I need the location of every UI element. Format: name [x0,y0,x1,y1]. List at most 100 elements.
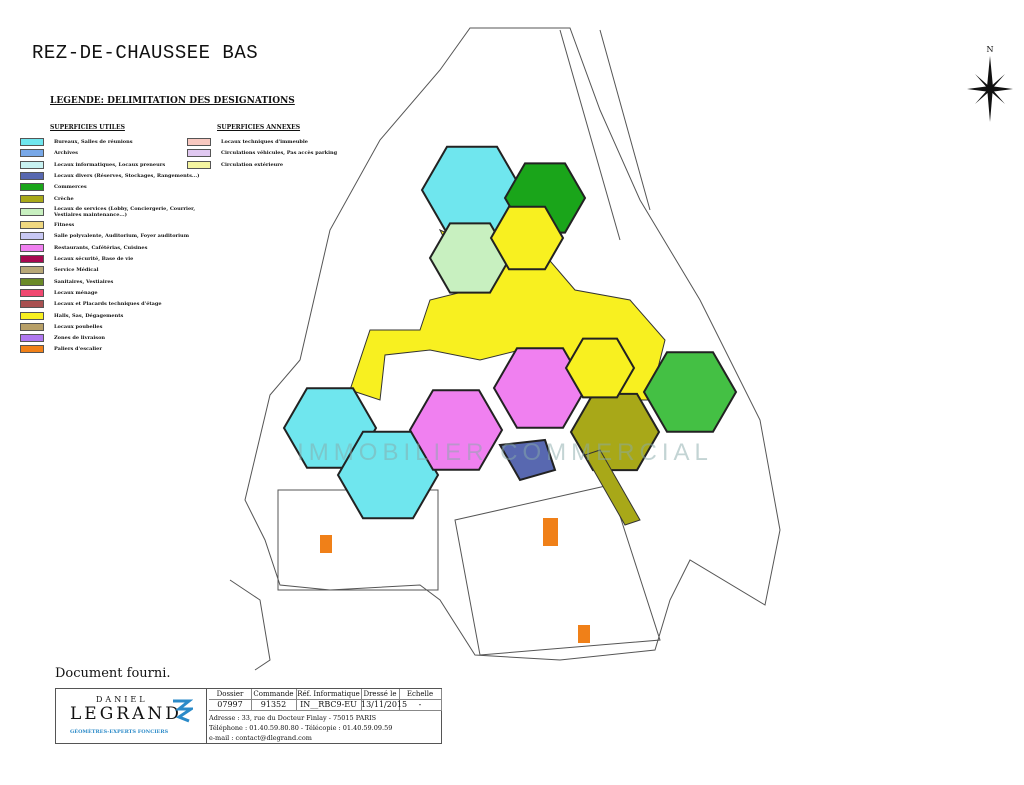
legend-item: Service Médical [20,266,99,275]
legend-item: Salle polyvalente, Auditorium, Foyer aud… [20,232,189,241]
legend-annexes-heading: SUPERFICIES ANNEXES [217,124,301,131]
legend-item: Locaux informatiques, Locaux preneurs [20,160,166,169]
title-block-header: Echelle [399,689,442,700]
stair-landing [578,625,590,643]
legend-label: Service Médical [54,267,99,274]
title-block-header: Dossier [209,689,252,700]
watermark: IMMOBILIER COMMERCIAL [297,439,713,466]
legend-swatch [20,277,44,286]
restaurant-zone [492,347,588,429]
legend-swatch [20,160,44,169]
logo-mark-icon [173,699,193,723]
plan-title: REZ-DE-CHAUSSEE BAS [32,42,259,64]
legend-label: Salle polyvalente, Auditorium, Foyer aud… [54,233,189,240]
legend-item: Locaux ménage [20,288,98,297]
legend-item: Archives [20,149,78,158]
legend-swatch [20,243,44,252]
logo-top: DANIEL [96,695,148,704]
legend-swatch [187,160,211,169]
phone: Téléphone : 01.40.59.80.80 - Télécopie :… [209,724,393,732]
north-label: N [986,45,994,54]
legend-label: Locaux divers (Réserves, Stockages, Rang… [54,172,200,179]
legend-swatch [20,266,44,275]
legend-swatch [20,345,44,354]
compass-icon [967,56,1013,122]
north-arrow: N [965,45,1015,128]
address: Adresse : 33, rue du Docteur Finlay - 75… [209,714,377,722]
title-block-header: Commande [251,689,297,700]
legend-label: Fitness [54,222,75,229]
legend-item: Zones de livraison [20,334,106,343]
legend-label: Bureaux, Salles de réunions [54,139,133,145]
document-note: Document fourni. [55,666,171,681]
legend-item: Halls, Sas, Dégagements [20,311,123,320]
legend-swatch [20,255,44,263]
legend-item: Locaux sécurité, Base de vie [20,255,133,263]
legend-item: Paliers d'escalier [20,345,102,354]
title-block-value: IN__RBC9-EU [296,700,362,711]
legend-label: Zones de livraison [54,335,106,342]
title-block-header: Réf. Informatique [296,689,362,700]
title-block-value: - [399,700,442,711]
title-block-value: 07997 [209,700,252,711]
legend-swatch [20,183,44,192]
legend-label: Locaux sécurité, Base de vie [54,256,134,262]
legend-label: Circulations véhicules, Pas accès parkin… [221,150,338,157]
hall-zone [489,205,565,271]
email: e-mail : contact@dlegrand.com [209,734,312,742]
company-logo: DANIEL LEGRAND GÉOMÈTRES-EXPERTS FONCIER… [56,689,207,743]
legend-utiles-heading: SUPERFICIES UTILES [50,124,125,131]
legend-swatch [20,138,44,146]
services-zone [428,222,512,294]
legend-label: Locaux techniques d'immeuble [221,139,308,145]
legend-item: Sanitaires, Vestiaires [20,277,114,286]
stair-landing [320,535,332,553]
legend-swatch [20,194,44,203]
legend-item: Bureaux, Salles de réunions [20,138,133,146]
legend-swatch [20,149,44,158]
hall-zone [564,337,636,399]
legend-label: Locaux informatiques, Locaux preneurs [54,161,166,168]
title-block-value: 13/11/2015 [361,700,408,711]
legend-label: Locaux ménage [54,289,98,296]
stair-landing [543,518,558,546]
legend-item: Commerces [20,183,87,192]
legend-swatch [20,334,44,343]
legend-title: LEGENDE: DELIMITATION DES DESIGNATIONS [50,96,295,106]
legend-swatch [20,322,44,331]
legend-item: Circulation extérieure [187,160,284,169]
legend-item: Circulations véhicules, Pas accès parkin… [187,149,338,158]
legend-label: Restaurants, Cafétérias, Cuisines [54,244,148,251]
legend-label: Paliers d'escalier [54,346,102,353]
restaurant-zone [408,389,504,471]
legend-label: Locaux de services (Lobby, Conciergerie,… [54,205,196,218]
legend-label: Archives [54,150,78,157]
legend-item: Locaux techniques d'immeuble [187,138,308,146]
title-block-value: 91352 [251,700,297,711]
legend-swatch [20,207,44,216]
legend-label: Circulation extérieure [221,161,284,168]
title-block-header: Dressé le [361,689,400,700]
legend-label: Crèche [54,195,74,202]
parking-area-right [454,484,661,656]
legend-swatch [20,171,44,180]
legend-item: Restaurants, Cafétérias, Cuisines [20,243,148,252]
legend-swatch [20,311,44,320]
legend-swatch [187,149,211,158]
logo-sub: GÉOMÈTRES-EXPERTS FONCIERS [70,729,169,735]
retail-zone [642,351,738,433]
legend-swatch [20,288,44,297]
storage-zone [498,438,557,482]
creche-zone [569,392,661,472]
legend-swatch [20,221,44,230]
legend-item: Locaux et Placards techniques d'étage [20,300,162,309]
legend-label: Commerces [54,184,87,191]
legend-swatch [20,232,44,241]
legend-label: Sanitaires, Vestiaires [54,278,114,285]
legend-swatch [20,300,44,309]
legend-item: Locaux de services (Lobby, Conciergerie,… [20,206,195,218]
legend-item: Locaux poubelles [20,322,103,331]
legend-label: Locaux et Placards techniques d'étage [54,301,162,308]
legend-label: Locaux poubelles [54,323,103,330]
